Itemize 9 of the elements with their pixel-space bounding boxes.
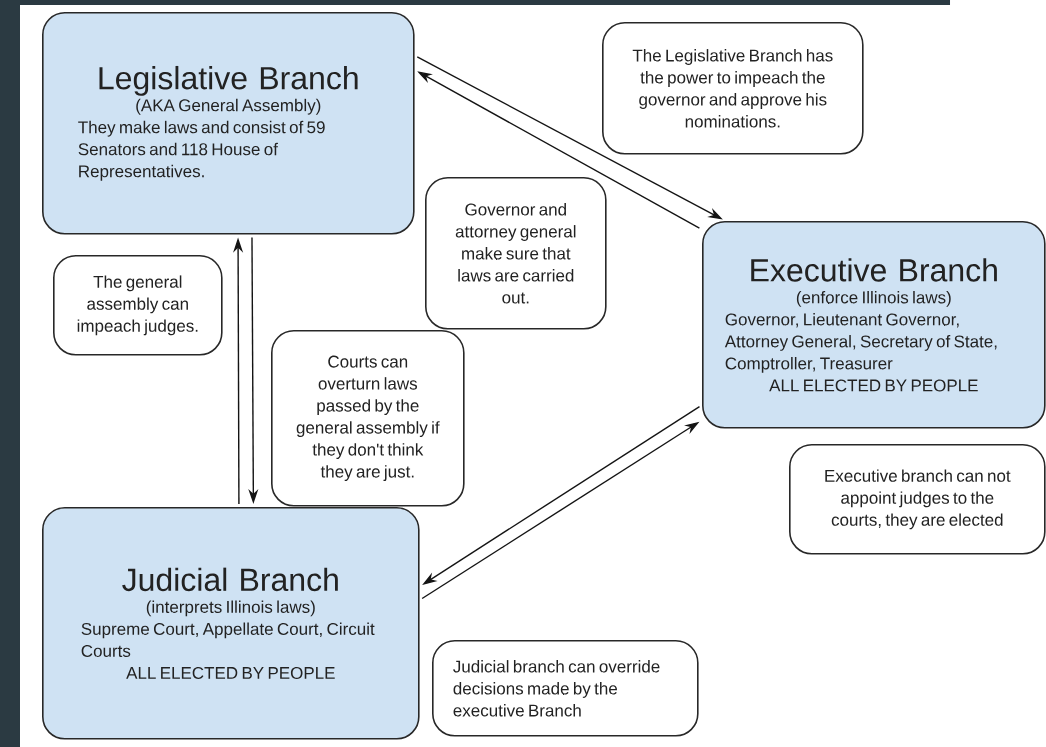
note-box: Courts can overturn laws passed by the general assembly if they don't think they are just. — [271, 330, 465, 507]
branch-box: Executive Branch (enforce Illinois laws) Governor, Lieutenant Governor, Attorney General, Secretary of State, Comptroller, Treasurer ALL ELECTED BY PEOPLE — [702, 221, 1046, 429]
note-box: Executive branch can not appoint judges to the courts, they are elected — [789, 444, 1046, 555]
note-box: The general assembly can impeach judges. — [53, 255, 223, 356]
note-box: Judicial branch can override decisions made by the executive Branch — [432, 640, 699, 737]
branch-box: Judicial Branch (interprets Illinois laws) Supreme Court, Appellate Court, Circuit Courts ALL ELECTED BY PEOPLE — [42, 507, 420, 740]
note-box: Governor and attorney general make sure that laws are carried out. — [425, 177, 607, 330]
note-box: The Legislative Branch has the power to impeach the governor and approve his nominations. — [602, 22, 864, 155]
branch-box: Legislative Branch (AKA General Assembly) They make laws and consist of 59 Senators and 118 House of Representatives. — [42, 12, 415, 235]
